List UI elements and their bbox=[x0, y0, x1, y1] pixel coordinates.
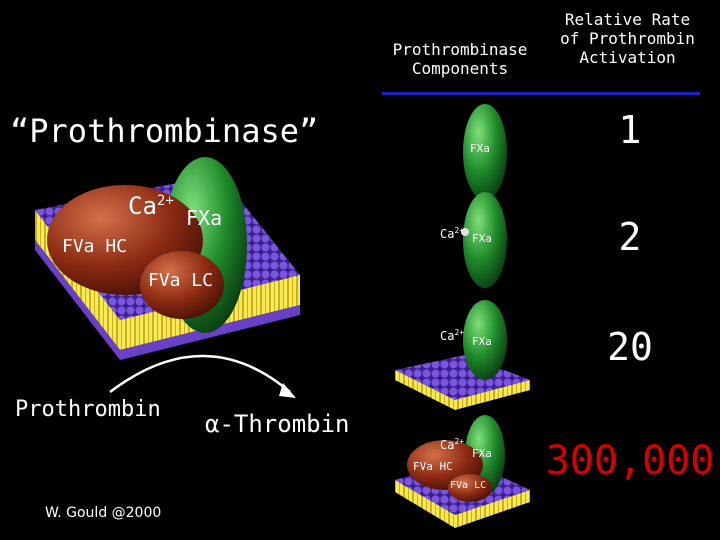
row4-fva-lc-shape bbox=[448, 474, 492, 502]
ca-label: Ca2+ bbox=[128, 192, 174, 220]
row3-membrane bbox=[395, 355, 530, 410]
rate-header: Relative Rate of Prothrombin Activation bbox=[560, 10, 695, 67]
credit-text: W. Gould @2000 bbox=[45, 505, 162, 521]
header-rule bbox=[382, 92, 700, 95]
row3-fxa-shape bbox=[463, 300, 507, 380]
row1-fxa-label: FXa bbox=[470, 142, 490, 155]
row4-fva-lc-label: FVa LC bbox=[450, 480, 487, 491]
row2-fxa-label: FXa bbox=[472, 232, 492, 245]
rate-row-2: 2 bbox=[618, 215, 642, 259]
row2-ca-dot bbox=[461, 228, 469, 236]
rate-row-4: 300,000 bbox=[545, 438, 715, 484]
row4-fva-hc-label: FVa HC bbox=[413, 460, 453, 473]
row3-ca-label: Ca2+ bbox=[440, 328, 465, 343]
row2-fxa-shape bbox=[463, 192, 507, 288]
fxa-label: FXa bbox=[186, 206, 223, 230]
thrombin-label: α-Thrombin bbox=[205, 410, 350, 438]
prothrombinase-title: “Prothrombinase” bbox=[10, 112, 319, 150]
row1-fxa-shape bbox=[463, 104, 507, 200]
fva-lc-label: FVa LC bbox=[148, 270, 214, 291]
row4-fxa-label: FXa bbox=[472, 447, 492, 460]
row4-ca-label: Ca2+ bbox=[440, 437, 465, 452]
row3-fxa-label: FXa bbox=[472, 335, 492, 348]
fva-hc-label: FVa HC bbox=[62, 236, 128, 257]
conversion-arrow bbox=[109, 354, 291, 393]
rate-row-3: 20 bbox=[607, 325, 653, 369]
prothrombin-label: Prothrombin bbox=[15, 397, 161, 422]
component-rows-diagram bbox=[395, 104, 530, 528]
prothrombinase-complex-diagram bbox=[35, 157, 300, 398]
row2-ca-label: Ca2+ bbox=[440, 226, 465, 241]
components-header: Prothrombinase Components bbox=[392, 40, 528, 78]
fva-lc-shape bbox=[140, 251, 224, 319]
rate-row-1: 1 bbox=[618, 108, 642, 152]
